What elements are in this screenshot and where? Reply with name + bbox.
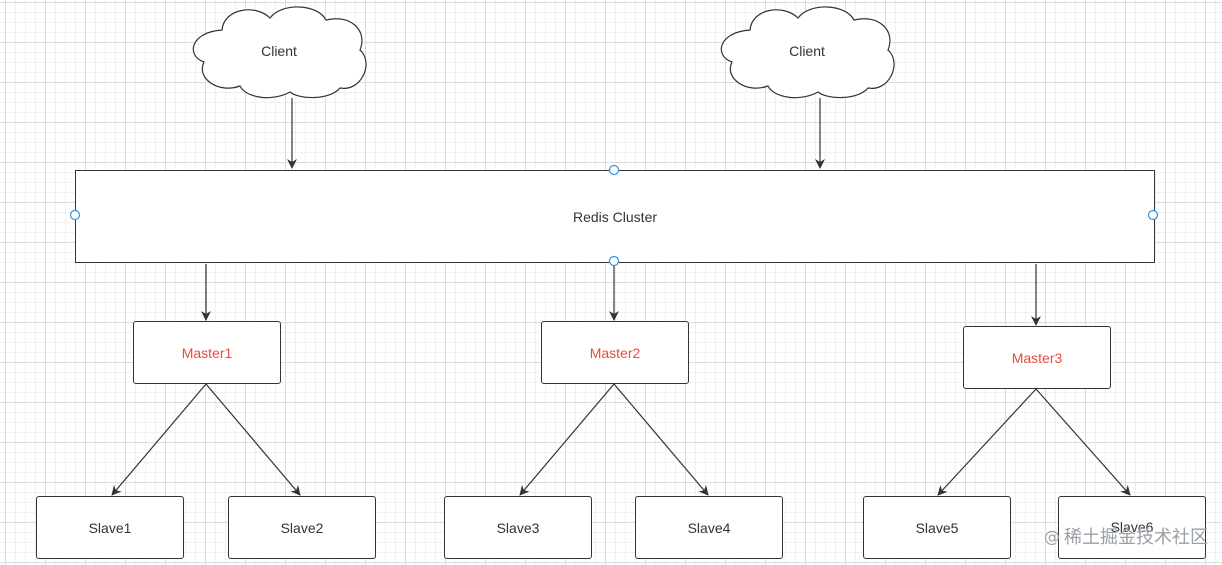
client-label-1: Client: [261, 43, 297, 59]
watermark-at: @: [1044, 526, 1060, 546]
slave4-label: Slave4: [687, 519, 731, 536]
arrow-master2-slave4: [613, 383, 709, 496]
watermark: @ 稀土掘金技术社区: [1044, 523, 1208, 549]
master3-box[interactable]: Master3: [963, 326, 1111, 389]
watermark-text: 稀土掘金技术社区: [1064, 527, 1208, 548]
slave6-box[interactable]: Slave6: [1058, 496, 1206, 559]
slave3-box[interactable]: Slave3: [444, 496, 592, 559]
slave4-box[interactable]: Slave4: [635, 496, 783, 559]
slave5-label: Slave5: [915, 519, 959, 536]
arrow-master1-slave1: [111, 383, 207, 496]
slave1-box[interactable]: Slave1: [36, 496, 184, 559]
redis-cluster-label: Redis Cluster: [572, 208, 658, 225]
client-cloud-1[interactable]: [192, 6, 367, 99]
redis-cluster-box[interactable]: Redis Cluster: [75, 170, 1155, 263]
slave2-box[interactable]: Slave2: [228, 496, 376, 559]
master2-box[interactable]: Master2: [541, 321, 689, 384]
master2-label: Master2: [589, 344, 641, 361]
arrow-master3-slave6: [1035, 388, 1131, 496]
client-cloud-2[interactable]: [720, 6, 895, 99]
slave2-label: Slave2: [280, 519, 324, 536]
slave1-label: Slave1: [88, 519, 132, 536]
client-label-2: Client: [789, 43, 825, 59]
slave5-box[interactable]: Slave5: [863, 496, 1011, 559]
master1-label: Master1: [181, 344, 233, 361]
arrow-master3-slave5: [937, 388, 1037, 496]
slave3-label: Slave3: [496, 519, 540, 536]
arrow-master2-slave3: [519, 383, 615, 496]
master1-box[interactable]: Master1: [133, 321, 281, 384]
arrow-master1-slave2: [205, 383, 301, 496]
slave6-label: Slave6: [1110, 519, 1154, 535]
master3-label: Master3: [1011, 349, 1063, 366]
